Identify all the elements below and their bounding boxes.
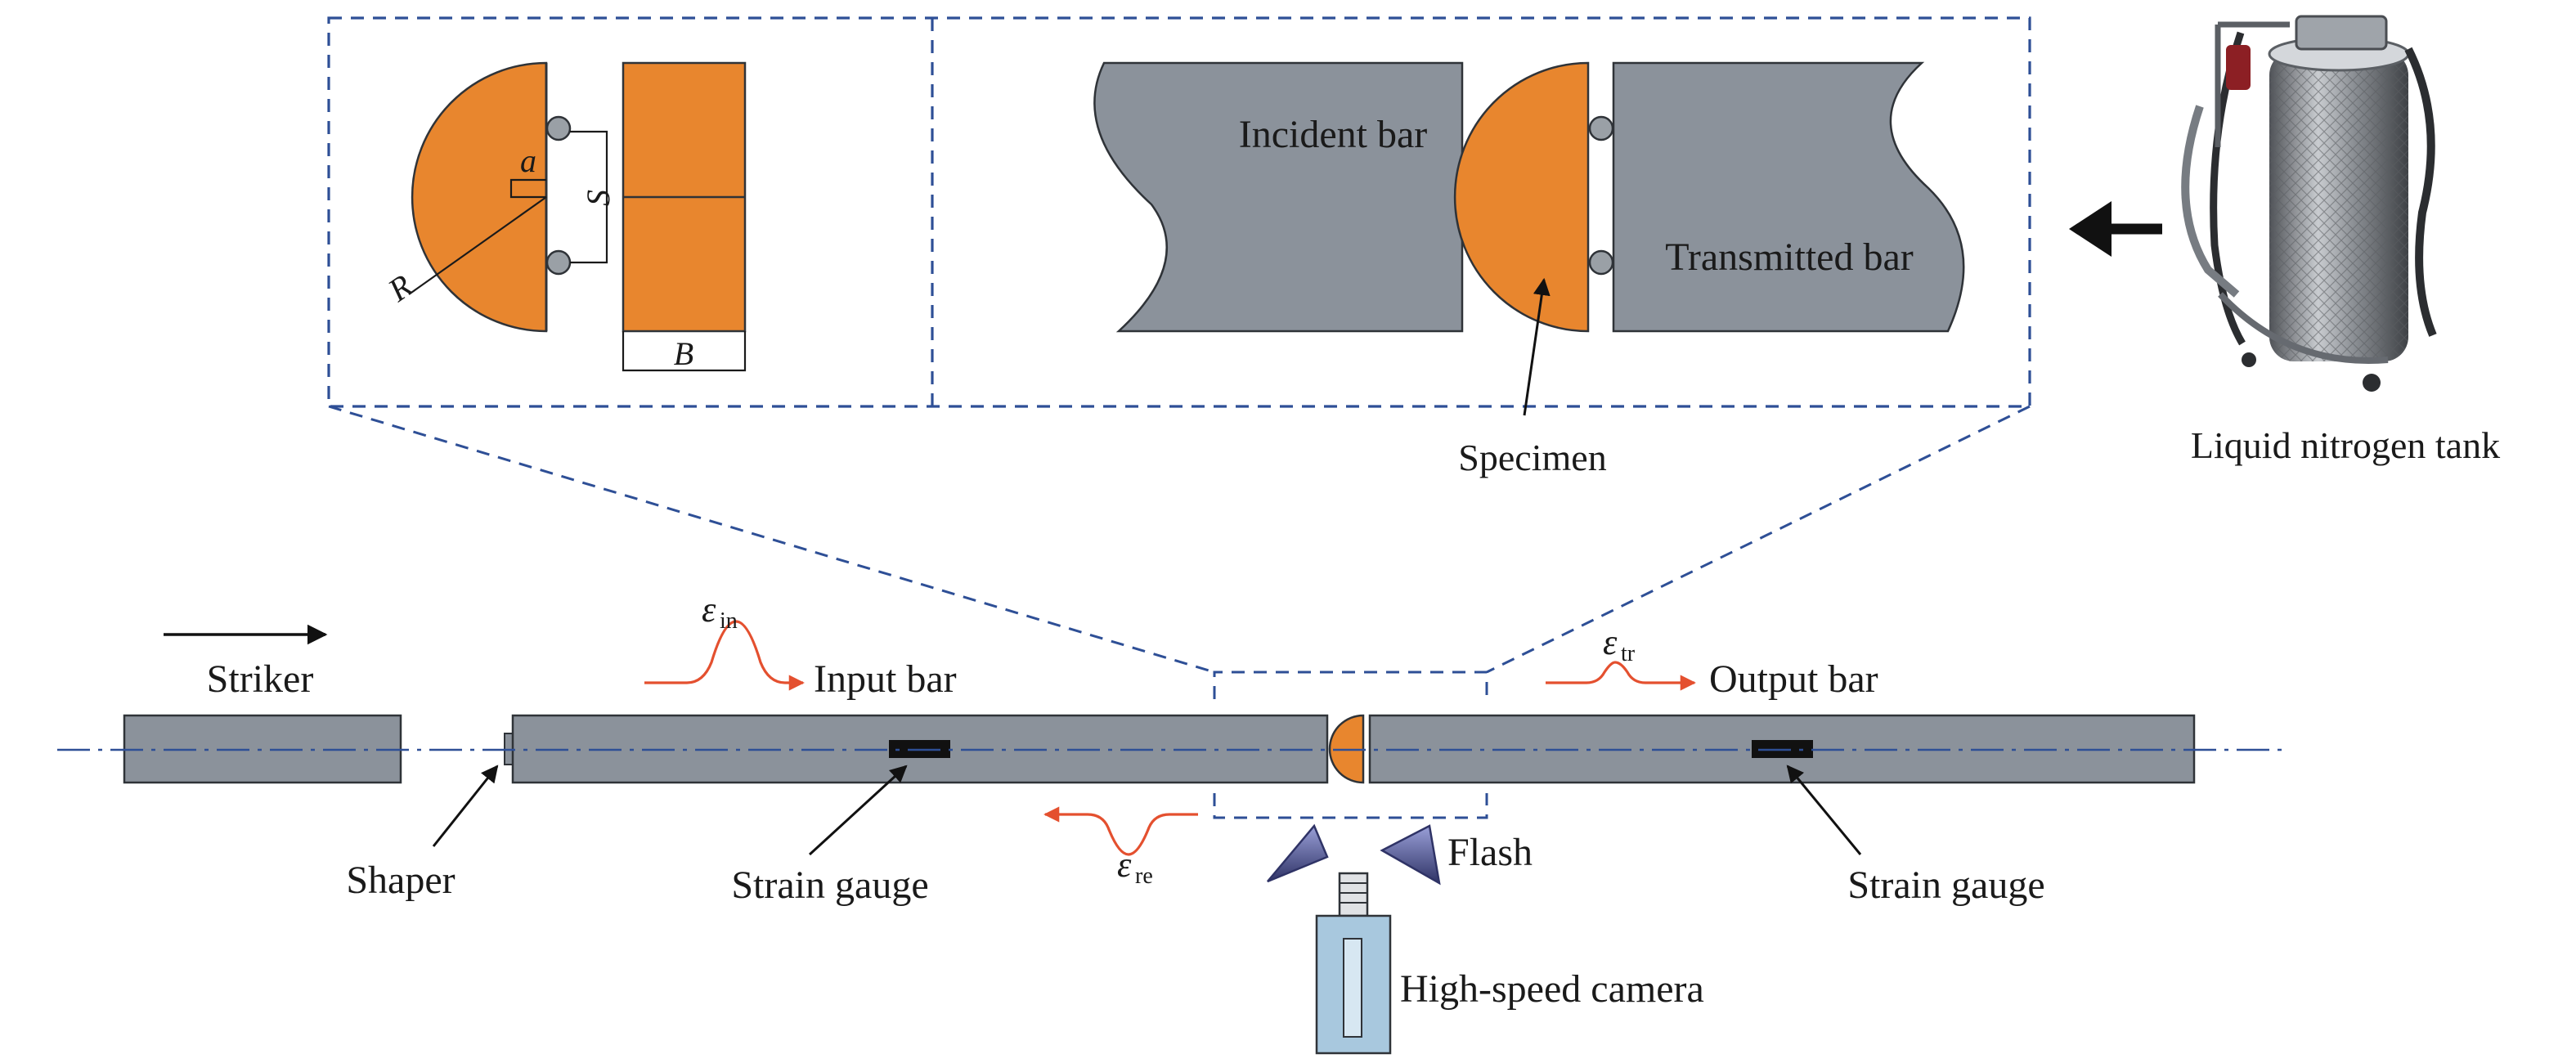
camera-lens [1338, 872, 1369, 917]
strain-gauge-pointer-right [1786, 765, 1862, 855]
shaper-pointer-arrow [432, 765, 499, 847]
specimen-zoom-box-top [1213, 671, 1488, 699]
contact-pin-bottom [1588, 249, 1614, 276]
bar-contact-detail: Incident bar Transmitted bar Specimen [1093, 61, 1965, 478]
liquid-nitrogen-tank: Liquid nitrogen tank [2069, 15, 2500, 466]
thickness-indicator [622, 331, 747, 372]
flash-lamp-left [1267, 823, 1329, 883]
reflected-pulse-symbol: ε [1117, 845, 1132, 885]
transmitted-bar-label: Transmitted bar [1665, 235, 1914, 279]
shpb-main-setup: Striker ε in Input bar ε re ε tr [57, 590, 2290, 1055]
transmitted-pulse-subscript: tr [1621, 641, 1636, 666]
reflected-pulse-subscript: re [1135, 863, 1153, 889]
zoom-detail-panel: a S R B Incident bar Transmitted bar Spe… [327, 16, 2031, 478]
tank-red-valve [2226, 45, 2251, 90]
output-bar-label: Output bar [1709, 657, 1878, 701]
strain-gauge-label-left: Strain gauge [731, 863, 928, 907]
flash-label: Flash [1447, 831, 1533, 874]
flash-lamp-right [1380, 824, 1441, 886]
zoom-connector-right [1486, 405, 2031, 674]
specimen-geometry-sketch: a S R B [381, 61, 747, 372]
span-indicator [570, 130, 608, 264]
tank-label: Liquid nitrogen tank [2191, 424, 2500, 466]
dim-R-label: R [381, 267, 420, 308]
strain-gauge-label-right: Strain gauge [1847, 863, 2044, 907]
specimen-pointer-arrow [1523, 277, 1551, 416]
zoom-connector-left [328, 405, 1215, 674]
transmitted-pulse-curve [1546, 661, 1691, 684]
specimen-label: Specimen [1458, 437, 1606, 478]
transmitted-bar-end [1612, 61, 1965, 333]
strain-gauge-pointer-left [808, 765, 908, 856]
contact-pin-top [1588, 115, 1614, 141]
specimen-zoom-box-bottom [1213, 793, 1488, 819]
detail-frame [327, 16, 2031, 408]
cooling-arrow-head [2069, 201, 2112, 257]
tank-valve-head [2295, 15, 2388, 51]
transmitted-pulse-symbol: ε [1603, 622, 1618, 662]
striker-label: Striker [207, 657, 314, 701]
camera-label: High-speed camera [1400, 967, 1704, 1011]
incident-bar-label: Incident bar [1239, 113, 1428, 156]
dim-a-label: a [520, 142, 536, 179]
support-pin-bottom [545, 249, 572, 276]
input-bar-label: Input bar [814, 657, 957, 701]
incident-bar-end [1093, 61, 1464, 333]
radius-line [408, 196, 547, 295]
dim-B-label: B [674, 335, 693, 372]
specimen-in-contact [1453, 61, 1590, 333]
reflected-pulse-curve [1048, 813, 1198, 856]
dim-S-label: S [580, 190, 617, 206]
semicircular-specimen-face [411, 61, 548, 333]
notch-indicator [509, 178, 546, 199]
support-pin-top [545, 115, 572, 141]
incident-pulse-subscript: in [720, 608, 738, 634]
incident-pulse-curve [644, 620, 800, 684]
incident-pulse-symbol: ε [702, 590, 716, 630]
shaper-label: Shaper [346, 859, 455, 902]
